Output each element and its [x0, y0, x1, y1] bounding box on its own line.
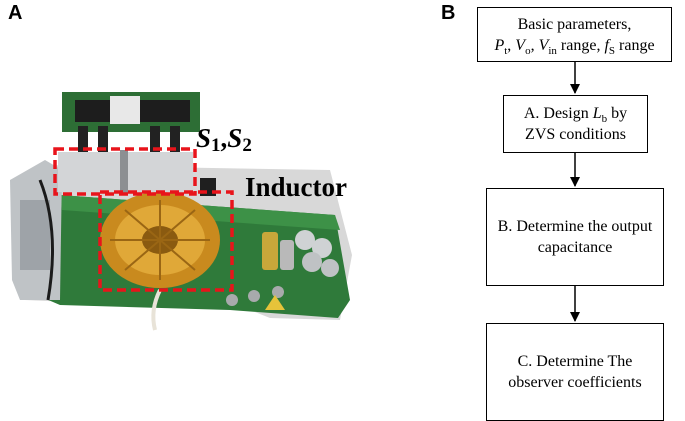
winding-lines — [110, 200, 210, 280]
fs-symbol: f — [604, 36, 609, 54]
inductor-highlight-box — [98, 190, 234, 292]
heatsink-fins — [20, 200, 50, 270]
step1-line1: Basic parameters, — [517, 15, 632, 33]
vin-symbol: V — [538, 36, 549, 54]
step-output-capacitance: B. Determine the output capacitance — [486, 188, 664, 286]
step3-line2: capacitance — [537, 239, 613, 256]
driver-pin — [78, 126, 88, 154]
lb-sub: b — [601, 113, 608, 126]
step4-line1: C. Determine The — [517, 353, 633, 370]
step2-line1: A. Design Lb by — [523, 103, 628, 126]
inductor-label: Inductor — [245, 172, 348, 202]
capacitor — [262, 232, 278, 270]
switch-label-comma: , — [220, 123, 228, 153]
step-observer-coefficients: C. Determine The observer coefficients — [486, 323, 664, 421]
driver-pin — [98, 126, 108, 154]
vin-sub: in — [548, 44, 557, 57]
connector — [110, 96, 140, 124]
p-symbol: P — [494, 36, 505, 54]
capacitor-top — [312, 238, 332, 258]
fs-sub: S — [608, 44, 616, 57]
capacitor — [280, 240, 294, 270]
capacitor-top — [321, 259, 339, 277]
driver-pin — [150, 126, 160, 154]
switch-divider — [120, 150, 128, 194]
range-text-1: range, — [556, 36, 605, 54]
capacitor-top — [302, 252, 322, 272]
vo-sub: o — [525, 44, 531, 57]
terminal — [248, 290, 260, 302]
panel-a-label: A — [8, 2, 23, 24]
step-basic-parameters: Basic parameters, Pt, Vo, Vin range, fS … — [477, 7, 672, 62]
white-wire — [151, 289, 162, 331]
hardware-photo — [10, 92, 352, 331]
p-sub: t — [504, 44, 508, 57]
panel-b-label: B — [441, 2, 456, 24]
step1-line2: Pt, Vo, Vin range, fS range — [494, 36, 655, 57]
step4-line2: observer coefficients — [508, 374, 642, 391]
vo-symbol: V — [515, 36, 526, 54]
step2-suffix: by — [607, 105, 628, 122]
driver-pin — [170, 126, 180, 154]
yellow-marker — [265, 295, 285, 310]
switch-label: S1,S2 — [196, 123, 252, 157]
switch-highlight-box — [53, 147, 197, 196]
step2-line2: ZVS conditions — [525, 126, 626, 143]
lb-symbol: L — [592, 105, 602, 122]
switch-label-s2-sub: 2 — [242, 135, 252, 156]
switch-label-s2: S — [227, 123, 243, 153]
range-text-2: range — [615, 36, 655, 54]
step-design-lb: A. Design Lb by ZVS conditions — [503, 95, 648, 153]
step3-line1: B. Determine the output — [497, 218, 653, 235]
black-wire — [38, 179, 54, 301]
capacitor-top — [295, 230, 315, 250]
step2-prefix: A. Design — [523, 105, 593, 122]
terminal — [226, 294, 238, 306]
switch-label-s1: S — [196, 123, 212, 153]
switch-label-s1-sub: 1 — [211, 135, 221, 156]
